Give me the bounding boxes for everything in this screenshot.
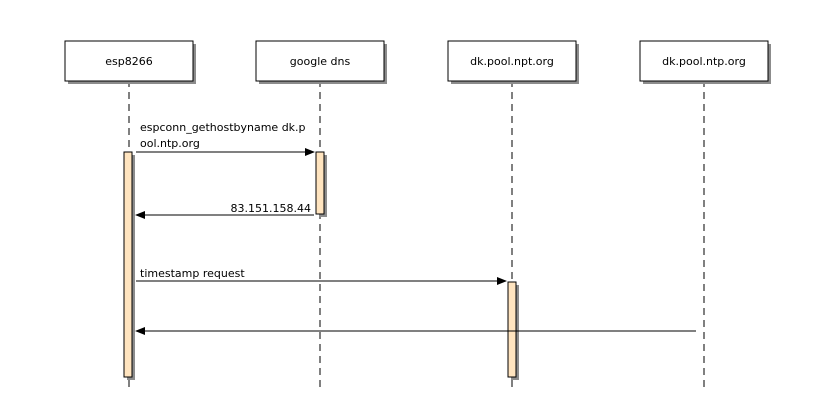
message-timestamp-request-label: timestamp request: [140, 267, 245, 280]
message-gethostbyname-label-line-1: espconn_gethostbyname dk.p: [140, 121, 306, 134]
actor-label-dk-pool-npt-org: dk.pool.npt.org: [470, 55, 554, 68]
actor-dk-pool-ntp-org: dk.pool.ntp.org: [639, 40, 771, 84]
activation-google-dns: [315, 151, 325, 215]
message-gethostbyname: espconn_gethostbyname dk.p ool.ntp.org: [136, 121, 315, 156]
activation-dk-pool-npt-org: [507, 281, 517, 378]
message-dns-reply-label: 83.151.158.44: [231, 202, 311, 215]
actor-label-dk-pool-ntp-org: dk.pool.ntp.org: [662, 55, 746, 68]
message-gethostbyname-label-line-2: ool.ntp.org: [140, 137, 200, 150]
actor-google-dns: google dns: [255, 40, 387, 84]
activation-esp8266: [123, 151, 133, 378]
actor-dk-pool-npt-org: dk.pool.npt.org: [447, 40, 579, 84]
message-dns-reply: 83.151.158.44: [135, 202, 314, 219]
actor-label-google-dns: google dns: [290, 55, 351, 68]
message-timestamp-request: timestamp request: [136, 267, 507, 285]
actor-esp8266: esp8266: [64, 40, 196, 84]
actor-label-esp8266: esp8266: [105, 55, 152, 68]
